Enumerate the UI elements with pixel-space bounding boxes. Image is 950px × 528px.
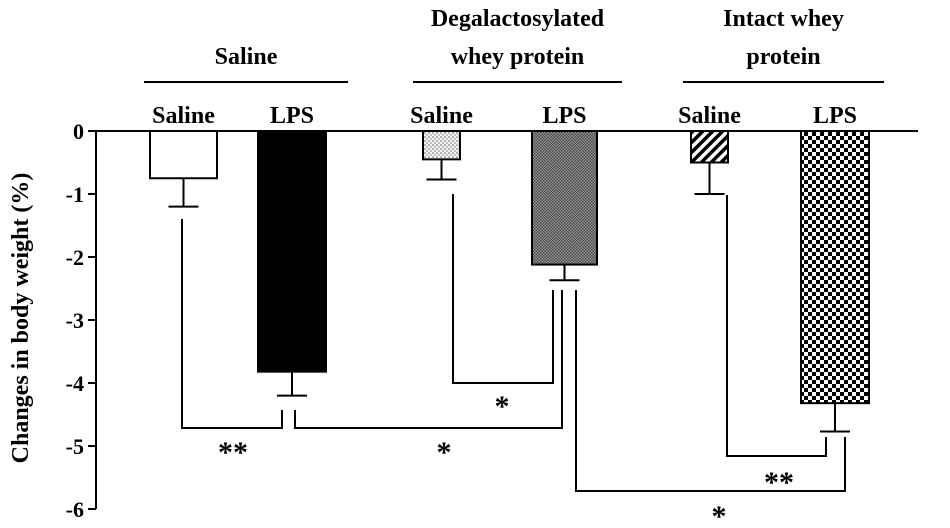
group-header-text: Intact whey — [723, 6, 844, 32]
y-tick-label: -5 — [66, 434, 84, 459]
significance-marker: ** — [764, 466, 794, 499]
significance-bracket — [181, 219, 283, 429]
bar-label: Saline — [410, 103, 473, 129]
bar-4 — [690, 130, 729, 164]
y-tick-label: -3 — [66, 308, 84, 333]
bar-label: Saline — [152, 103, 215, 129]
y-tick-label: -4 — [66, 371, 84, 396]
significance-brackets: ******* — [181, 194, 846, 528]
bar-label: LPS — [270, 103, 314, 129]
y-tick-label: -6 — [66, 497, 84, 522]
group-header-text: Degalactosylated — [431, 6, 605, 32]
significance-marker: * — [437, 436, 452, 469]
bar-label: LPS — [542, 103, 586, 129]
bar-5 — [800, 130, 870, 405]
significance-bracket — [575, 290, 846, 492]
y-axis-title: Changes in body weight (%) — [8, 173, 34, 464]
significance-marker: ** — [218, 436, 248, 469]
bar-label: Saline — [678, 103, 741, 129]
group-header-text: protein — [746, 44, 820, 70]
bar-1 — [257, 130, 327, 373]
significance-bracket — [294, 290, 563, 429]
bar-label: LPS — [813, 103, 857, 129]
significance-marker: * — [712, 500, 727, 528]
bar-2 — [422, 130, 461, 161]
bar-0 — [149, 130, 218, 180]
bar-3 — [531, 130, 598, 266]
group-header-text: whey protein — [451, 44, 585, 70]
y-tick-label: 0 — [73, 119, 84, 144]
significance-bracket — [452, 194, 554, 384]
bars: Saline LPS Saline LPS Saline LPS — [149, 103, 870, 433]
significance-bracket — [726, 195, 827, 457]
group-header-text: Saline — [215, 44, 278, 70]
group-headers: Saline Degalactosylated whey protein Intact… — [144, 6, 884, 83]
y-ticks: 0 -1 -2 -3 -4 -5 -6 — [66, 119, 96, 522]
y-tick-label: -1 — [66, 182, 84, 207]
y-tick-label: -2 — [66, 245, 84, 270]
significance-marker: * — [495, 390, 510, 423]
